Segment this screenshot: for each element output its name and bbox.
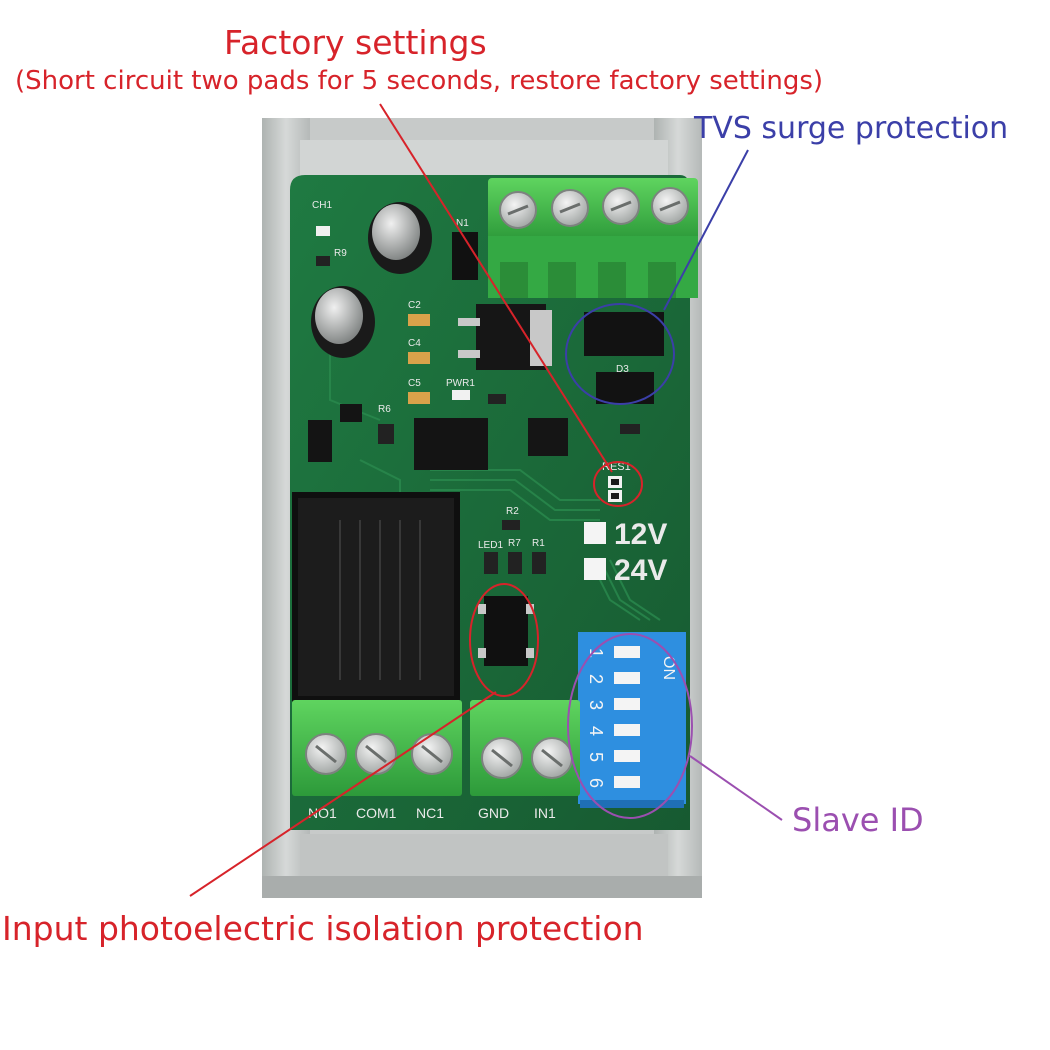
factory-settings-title: Factory settings [224, 23, 487, 62]
label-r1: R1 [532, 538, 545, 549]
label-com1: COM1 [356, 805, 397, 821]
label-ch1: CH1 [312, 200, 332, 211]
bottom-terminal-blocks [292, 700, 580, 796]
tvs-surge-protection-label: TVS surge protection [694, 111, 1009, 146]
label-c2: C2 [408, 300, 421, 311]
slave-id-label: Slave ID [792, 801, 924, 839]
dip-number-2: 2 [586, 674, 606, 684]
label-c5: C5 [408, 378, 421, 389]
dip-number-1: 1 [586, 648, 606, 658]
label-r6: R6 [378, 404, 391, 415]
dip-number-6: 6 [586, 778, 606, 788]
label-gnd: GND [478, 805, 509, 821]
label-d3: D3 [616, 364, 629, 375]
optocoupler [478, 596, 534, 666]
label-n1: N1 [456, 218, 469, 229]
label-24v: 24V [614, 554, 667, 587]
label-dip-on: ON [660, 656, 677, 680]
input-isolation-label: Input photoelectric isolation protection [2, 909, 644, 948]
label-r9: R9 [334, 248, 347, 259]
label-pwr1: PWR1 [446, 378, 475, 389]
label-r2: R2 [506, 506, 519, 517]
voltage-markers [584, 522, 606, 580]
dip-number-5: 5 [586, 752, 606, 762]
label-c4: C4 [408, 338, 421, 349]
label-no1: NO1 [308, 805, 337, 821]
top-terminal-block [488, 178, 698, 298]
label-in1: IN1 [534, 805, 556, 821]
dip-number-3: 3 [586, 700, 606, 710]
label-led1: LED1 [478, 540, 503, 551]
label-res1: RES1 [602, 461, 631, 473]
dip-number-4: 4 [586, 726, 606, 736]
label-12v: 12V [614, 518, 667, 551]
factory-settings-subtitle: (Short circuit two pads for 5 seconds, r… [15, 66, 824, 96]
label-r7: R7 [508, 538, 521, 549]
relay [292, 492, 460, 702]
label-nc1: NC1 [416, 805, 444, 821]
